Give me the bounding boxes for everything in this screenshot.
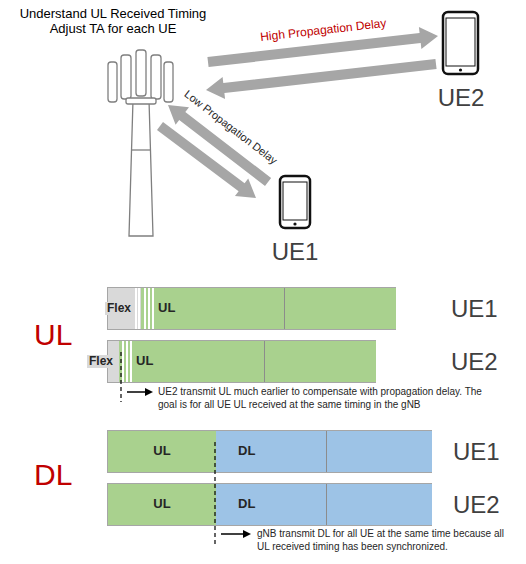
antenna-panel xyxy=(136,50,146,96)
flex-label: Flex xyxy=(105,302,133,316)
tower-ring xyxy=(131,149,151,150)
symbol-stripe xyxy=(148,288,150,329)
cell-tower xyxy=(108,50,173,236)
phone-body xyxy=(280,176,310,228)
delay-label: Low Propagation Delay xyxy=(182,87,280,166)
phone-button xyxy=(459,68,462,71)
pointer-head xyxy=(243,530,251,538)
slot-segment xyxy=(141,288,396,329)
antenna-panel xyxy=(151,55,161,99)
timing-dash xyxy=(214,442,215,546)
delay-label: High Propagation Delay xyxy=(259,17,386,45)
symbol-stripe xyxy=(138,288,140,329)
note-text: UE2 transmit UL much earlier to compensa… xyxy=(158,386,490,411)
antenna-panel xyxy=(108,62,117,102)
symbol-stripe xyxy=(126,341,128,382)
ue-label: UE2 xyxy=(451,348,498,376)
slot-divider xyxy=(284,288,285,329)
timing-bar: ULDLUE2 xyxy=(107,483,432,526)
phone-screen xyxy=(446,18,475,66)
symbol-stripe xyxy=(152,288,154,329)
timing-bar: ULDLUE1 xyxy=(107,430,432,473)
ue-label: UE2 xyxy=(438,84,485,112)
slot-label: DL xyxy=(238,497,255,512)
slot-segment xyxy=(119,341,376,382)
phone-screen xyxy=(283,182,307,220)
symbol-stripe xyxy=(130,341,132,382)
slot-label: UL xyxy=(136,354,153,369)
slot-label: DL xyxy=(238,444,255,459)
flex-label: Flex xyxy=(87,355,115,369)
phone-button xyxy=(293,222,296,225)
pointer-arrow xyxy=(127,391,146,393)
timing-bar: FlexULUE1 xyxy=(107,287,396,330)
slot-label: UL xyxy=(153,497,170,512)
antenna-panel xyxy=(121,55,131,99)
symbol-stripe xyxy=(135,288,137,329)
ue-phone: UE1 xyxy=(262,172,328,272)
phone-body xyxy=(443,12,478,74)
antenna-panel xyxy=(164,62,173,102)
slot-label: UL xyxy=(153,444,170,459)
ue-phone: UE2 xyxy=(430,8,492,120)
ue-label: UE2 xyxy=(453,491,500,519)
symbol-stripe xyxy=(122,341,124,382)
slot-divider xyxy=(326,431,327,472)
section-label: UL xyxy=(34,318,72,353)
pointer-arrow xyxy=(221,533,244,535)
slot-divider xyxy=(326,484,327,525)
symbol-stripe xyxy=(144,288,146,329)
note-text: gNB transmit DL for all UE at the same t… xyxy=(257,528,519,553)
timing-bar: FlexULUE2 xyxy=(107,340,376,383)
tower-pole xyxy=(129,100,153,236)
slot-label: UL xyxy=(158,301,175,316)
ue-label: UE1 xyxy=(272,238,319,266)
timing-dash xyxy=(120,352,121,402)
section-label: DL xyxy=(34,458,72,493)
antenna-mount xyxy=(126,98,156,104)
slot-divider xyxy=(264,341,265,382)
signal-arrow xyxy=(206,59,437,99)
diagram-title: Understand UL Received Timing Adjust TA … xyxy=(10,7,216,37)
ue-label: UE1 xyxy=(453,438,500,466)
ue-label: UE1 xyxy=(451,295,498,323)
pointer-head xyxy=(145,388,153,396)
